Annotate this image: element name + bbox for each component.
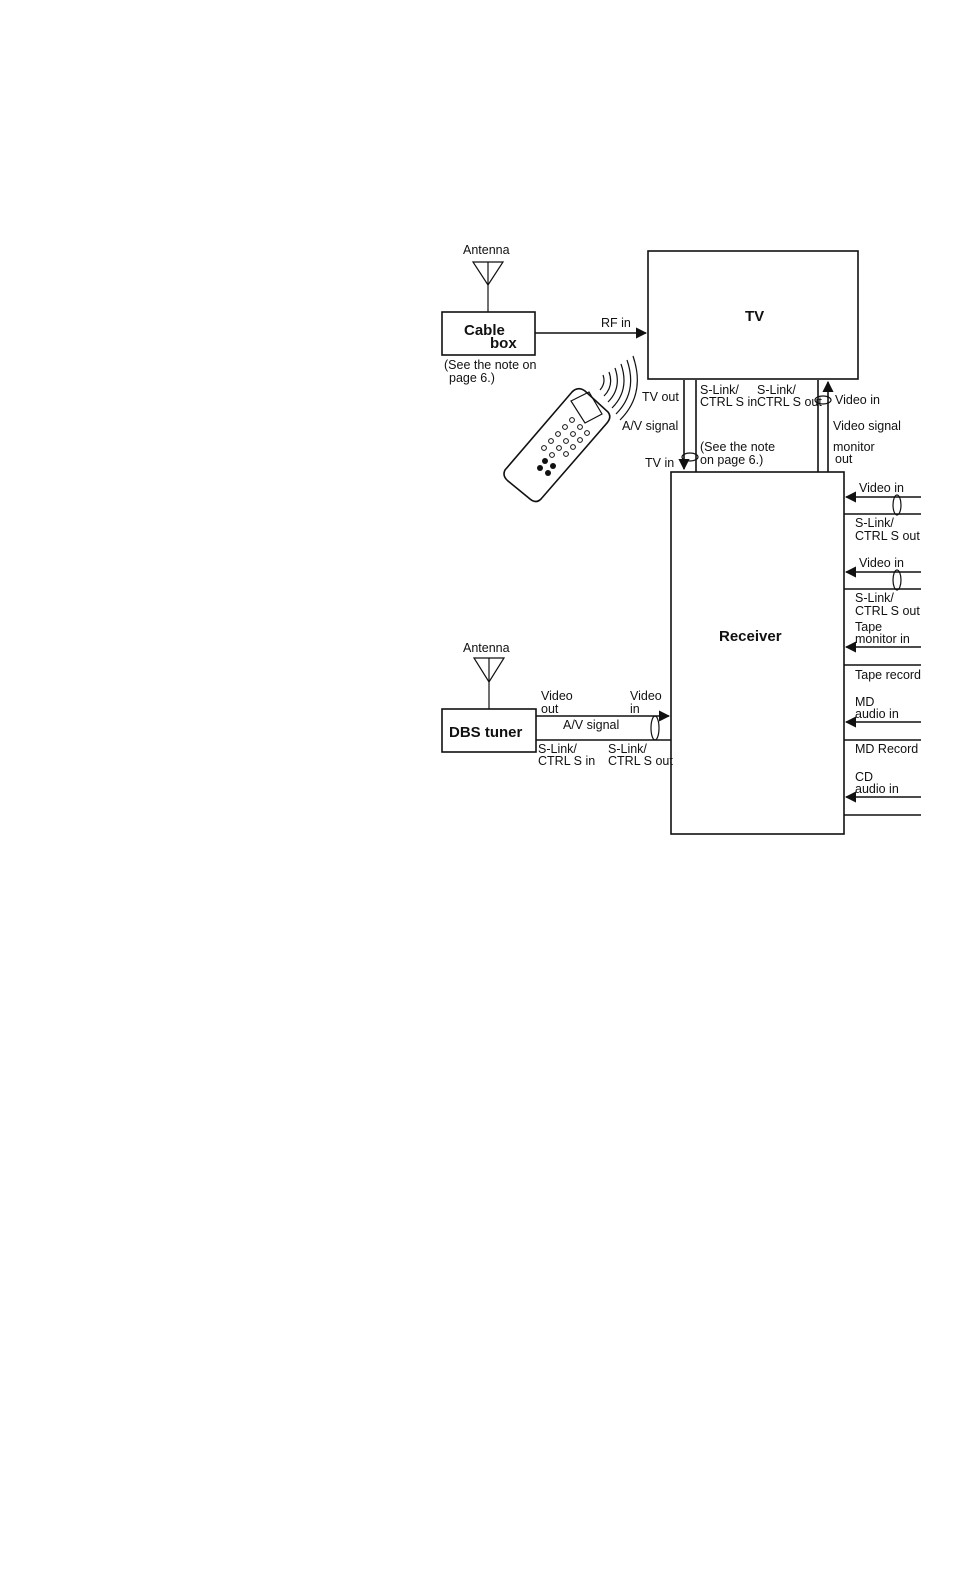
tape-record-label: Tape record: [855, 668, 921, 682]
receiver-slink-1a-label: S-Link/: [855, 516, 894, 530]
dbs-video-in-label-2: in: [630, 702, 640, 716]
antenna-bottom-icon: [472, 657, 506, 709]
video-signal-monitor-label-3: out: [835, 452, 853, 466]
video-in-tv-label: Video in: [835, 393, 880, 407]
antenna-top-icon: [471, 261, 505, 312]
av-signal-tv-label: A/V signal: [622, 419, 678, 433]
tv-out-label: TV out: [642, 390, 679, 404]
dbs-tuner-box: [441, 708, 537, 753]
slink-out-label-1: S-Link/: [757, 383, 796, 397]
cd-audio-label-1: CD: [855, 770, 873, 784]
md-audio-label-2: audio in: [855, 707, 899, 721]
dbs-video-in-label-1: Video: [630, 689, 662, 703]
tape-monitor-label-1: Tape: [855, 620, 882, 634]
receiver-video-in-2-label: Video in: [859, 556, 904, 570]
dbs-slink-in-label-1: S-Link/: [538, 742, 577, 756]
antenna-bottom-label: Antenna: [463, 641, 510, 655]
note-page6-label-1: (See the note: [700, 440, 775, 454]
tape-monitor-label-2: monitor in: [855, 632, 910, 646]
antenna-top-label: Antenna: [463, 243, 510, 257]
slink-in-label-1: S-Link/: [700, 383, 739, 397]
cable-box-label-2: box: [490, 335, 517, 352]
video-signal-monitor-label-1: Video signal: [833, 419, 901, 433]
receiver-label: Receiver: [719, 628, 782, 645]
tv-in-label: TV in: [645, 456, 674, 470]
dbs-slink-in-label-2: CTRL S in: [538, 754, 595, 768]
dbs-slink-out-label-1: S-Link/: [608, 742, 647, 756]
video-signal-monitor-label-2: monitor: [833, 440, 875, 454]
dbs-video-out-label-2: out: [541, 702, 559, 716]
receiver-slink-2b-label: CTRL S out: [855, 604, 920, 618]
cable-note-1: (See the note on: [444, 358, 536, 372]
dbs-tuner-label: DBS tuner: [449, 724, 523, 741]
md-record-label: MD Record: [855, 742, 918, 756]
cd-audio-label-2: audio in: [855, 782, 899, 796]
slink-in-label-2: CTRL S in: [700, 395, 757, 409]
receiver-video-in-1-label: Video in: [859, 481, 904, 495]
receiver-slink-1b-label: CTRL S out: [855, 529, 920, 543]
dbs-slink-out-label-2: CTRL S out: [608, 754, 673, 768]
rf-in-label: RF in: [601, 316, 631, 330]
tv-label: TV: [745, 308, 764, 325]
dbs-av-signal-label: A/V signal: [563, 718, 619, 732]
dbs-video-out-label-1: Video: [541, 689, 573, 703]
cable-note-2: page 6.): [449, 371, 495, 385]
slink-out-label-2: CTRL S out: [757, 395, 822, 409]
note-page6-label-2: on page 6.): [700, 453, 763, 467]
receiver-box: [670, 471, 845, 835]
infrared-waves-icon: [599, 355, 638, 421]
receiver-slink-2a-label: S-Link/: [855, 591, 894, 605]
remote-control-icon: [503, 387, 611, 503]
tv-box: [647, 250, 859, 380]
md-audio-label-1: MD: [855, 695, 874, 709]
cable-box-label-1: Cable: [464, 322, 505, 339]
